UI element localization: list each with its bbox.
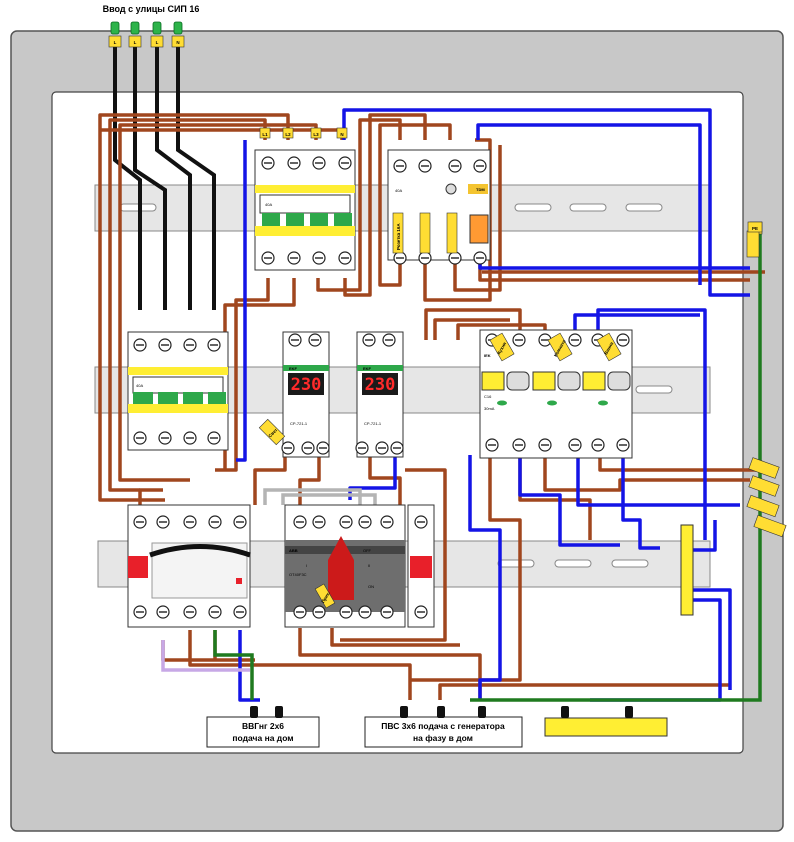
input-terminal-tags: L L L N (108, 35, 185, 48)
changeover-brand: ABB (289, 548, 298, 553)
voltage-relay-1[interactable]: 230 EKF CP-721-1 (282, 331, 330, 458)
voltage-relay-2[interactable]: 230 EKF CP-721-1 (356, 331, 404, 458)
tag-kitchen: Кухня (496, 341, 507, 355)
changeover-model: OT40F3C (289, 572, 307, 577)
neutral-busbar (680, 524, 694, 616)
cable-glands (250, 706, 633, 718)
rcbo-brand: IEK (484, 353, 491, 358)
house-feed-line-2: подача на дом (232, 733, 293, 743)
input-breaker-4p[interactable]: 40A (127, 331, 229, 451)
main-breaker-4p[interactable]: 40A (254, 149, 356, 271)
tag-bath: Ванна (603, 341, 614, 356)
tag-pe: PE (752, 226, 758, 231)
rcbo-leakage: 30mA (484, 406, 495, 411)
earth-busbar (544, 717, 668, 737)
input-tag-1: L (114, 40, 117, 45)
input-wires (113, 45, 216, 310)
input-tag-4: N (176, 40, 179, 45)
right-output-tags (746, 221, 787, 538)
input-tag-3: L (156, 40, 159, 45)
wire-label-tags: Кухня Комната Ванна Розетка 16А Свет При… (258, 212, 622, 609)
changeover-pos-1: I (306, 563, 307, 568)
tag-hall: Прих. (320, 591, 331, 604)
house-feed-caption: ВВГнг 2х6 подача на дом (206, 716, 320, 748)
voltage-relay-2-brand: EKF (363, 366, 372, 371)
tag-l1: L1 (262, 132, 268, 137)
generator-feed-line-1: ПВС 3х6 подача с генератора (381, 721, 505, 731)
tag-l2: L2 (285, 132, 291, 137)
changeover-pos-2: II (368, 563, 370, 568)
tag-light: Свет (267, 427, 279, 439)
voltage-relay-2-model: CP-721-1 (364, 421, 382, 426)
tag-n: N (340, 132, 343, 137)
tag-outlet: Розетка 16А (396, 223, 401, 250)
phase-tags: L1 L2 L3 N PE (259, 127, 763, 233)
generator-feed-caption: ПВС 3х6 подача с генератора на фазу в до… (364, 716, 523, 748)
changeover-off-label: OFF (363, 548, 372, 553)
input-tag-2: L (134, 40, 137, 45)
input-breaker-rating: 40A (136, 383, 143, 388)
main-breaker-rating: 40A (265, 202, 272, 207)
input-green-sleeves (110, 21, 183, 35)
generator-feed-line-2: на фазу в дом (413, 733, 473, 743)
voltage-relay-2-reading: 230 (365, 375, 396, 395)
rcd-rating: 40A (395, 188, 402, 193)
voltage-relay-1-reading: 230 (291, 375, 322, 395)
rcbo-rating: C16 (484, 394, 492, 399)
tag-l3: L3 (313, 132, 319, 137)
rcd-brand: TDM (476, 187, 485, 192)
voltage-relay-1-model: CP-721-1 (290, 421, 308, 426)
changeover-on-label: ON (368, 584, 374, 589)
aux-wires (161, 230, 762, 702)
voltage-relay-1-brand: EKF (289, 366, 298, 371)
house-feed-line-1: ВВГнг 2х6 (242, 721, 284, 731)
input-title: Ввод с улицы СИП 16 (103, 4, 200, 14)
